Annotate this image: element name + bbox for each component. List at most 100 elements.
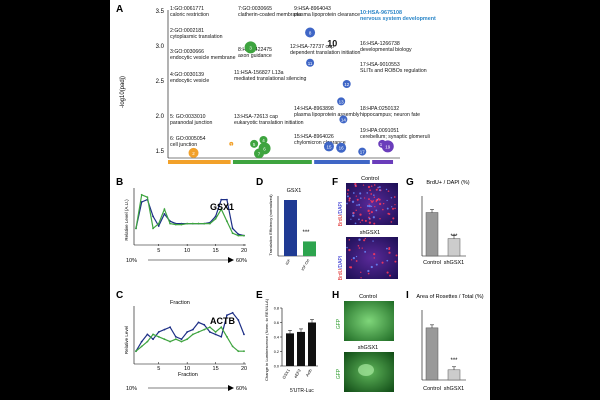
term-label: clatherin-coated membrane: [238, 12, 301, 18]
panel-letter-b: B: [116, 177, 123, 188]
cell-dot: [373, 184, 376, 186]
bar-eef2: [297, 331, 305, 366]
series-point-1: [152, 227, 154, 230]
panel-c-series: [135, 311, 245, 353]
cell-dot: [367, 209, 370, 212]
cell-dot: [375, 209, 378, 212]
panel-c-ylabel: Relative Level: [124, 326, 129, 354]
bar-category-label: Control: [423, 386, 441, 392]
bubble-17: [358, 147, 367, 156]
bubble-5: [250, 139, 259, 148]
series-point-0: [163, 213, 166, 215]
group-bar-reactome2: [314, 160, 370, 164]
term-label: cell junction: [170, 142, 197, 148]
cell-dot: [352, 257, 356, 260]
cell-dot: [391, 206, 393, 208]
series-point-0: [197, 321, 200, 324]
term-label: 3:GO:0030666: [170, 49, 204, 55]
bubble-label-13: 13: [339, 99, 345, 104]
cell-dot: [391, 207, 395, 210]
cell-dot: [389, 274, 392, 277]
cell-dot: [377, 198, 380, 200]
cell-dot: [368, 217, 371, 220]
panel-f-control-image: [346, 183, 398, 225]
x-tick-label: 20: [241, 248, 247, 254]
panel-c-fraction-top: Fraction: [170, 300, 190, 306]
bubble-label-7: 7: [258, 151, 261, 156]
term-label-highlight: 10:HSA-9675108: [360, 10, 402, 16]
panel-h-control-image: [344, 301, 394, 341]
series-point-0: [220, 335, 223, 338]
panel-c-fraction-bottom: Fraction: [178, 372, 198, 378]
y-tick-label: 0.2: [274, 350, 279, 354]
cell-dot: [354, 222, 357, 225]
group-bar-go: [168, 160, 231, 164]
cell-dot: [370, 193, 373, 195]
bubble-11: [306, 58, 315, 67]
cell-dot: [348, 199, 351, 202]
series-point-0: [186, 331, 189, 333]
series-point-1: [135, 350, 137, 353]
y-tick-label: 0.0: [274, 365, 279, 369]
series-point-0: [140, 201, 143, 203]
cell-dot: [386, 207, 389, 210]
panel-letter-a: A: [116, 4, 123, 15]
x-tick-label: 20: [241, 366, 247, 372]
group-bar-reactome1: [232, 160, 312, 164]
bar-control: [425, 212, 439, 257]
cell-dot: [357, 245, 360, 247]
term-label: endocytic vesicle: [170, 78, 209, 84]
cell-dot: [352, 214, 355, 217]
cell-dot: [360, 197, 362, 199]
bubble-13: [337, 97, 346, 106]
panel-f-shgsx1-label: shGSX1: [360, 230, 380, 236]
panel-e-yticks: 0.00.20.40.60.8: [274, 307, 282, 369]
series-point-0: [214, 333, 217, 336]
bar-label: eEF2: [293, 367, 302, 378]
cell-dot: [363, 197, 366, 199]
panel-a-group-bar: [168, 160, 394, 164]
cell-dot: [352, 212, 355, 214]
series-point-0: [169, 326, 172, 329]
series-point-0: [163, 328, 166, 331]
term-label: 7:GO:0030665: [238, 6, 272, 12]
stain-blue: /DAPI: [338, 256, 344, 269]
bubble-label-10: 10: [327, 38, 337, 48]
panel-c-gene-label: ACTB: [210, 316, 235, 326]
series-point-1: [169, 222, 172, 225]
panel-a-ytick: 2.5: [156, 79, 165, 85]
series-point-1: [146, 196, 149, 199]
panel-e-xlabel: 5'UTR-Luc: [290, 388, 314, 394]
series-point-1: [220, 326, 223, 329]
panel-a-ylabel: -log10(padj): [120, 76, 126, 108]
panel-b-left: 10%: [126, 258, 137, 264]
cell-dot: [386, 259, 389, 262]
bubble-2: [188, 147, 199, 158]
series-point-1: [197, 222, 200, 225]
cell-dot: [348, 197, 351, 199]
term-label: 6: GO:0005054: [170, 136, 206, 142]
cell-dot: [356, 198, 359, 201]
cell-dot: [385, 188, 388, 191]
cell-dot: [375, 188, 378, 191]
series-point-1: [163, 338, 166, 341]
series-point-1: [157, 222, 160, 225]
cell-dot: [370, 205, 373, 208]
series-point-1: [208, 222, 211, 225]
series-point-1: [208, 326, 211, 329]
panel-letter-f: F: [332, 177, 338, 188]
series-point-1: [243, 234, 245, 237]
cell-dot: [359, 213, 362, 216]
y-tick-label: 0.6: [274, 321, 279, 325]
cell-dot: [367, 269, 370, 273]
series-point-1: [214, 331, 217, 333]
series-point-1: [180, 223, 183, 226]
bar-igf: [284, 200, 297, 256]
x-tick-label: 10: [184, 366, 190, 372]
panel-b-ylabel: Relative Level (A.U.): [124, 199, 129, 241]
cell-dot: [358, 247, 361, 249]
